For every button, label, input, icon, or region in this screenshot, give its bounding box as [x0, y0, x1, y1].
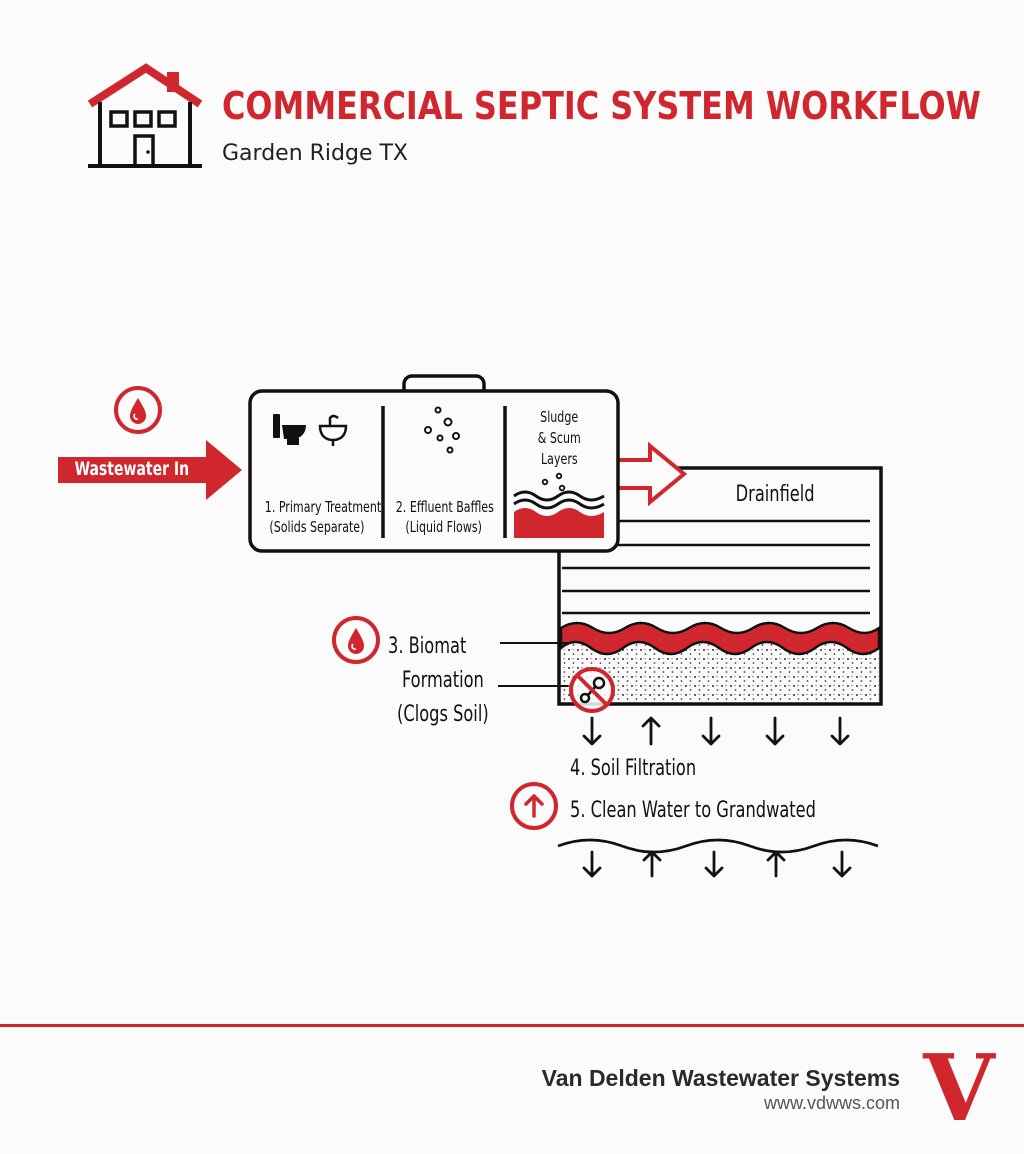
groundwater-line — [557, 838, 879, 854]
toilet-icon — [273, 414, 306, 445]
page-subtitle: Garden Ridge TX — [222, 141, 408, 166]
step2-label: 2. Effluent Baffles (Liquid Flows) — [395, 498, 494, 536]
biomat-drop-icon — [332, 616, 380, 664]
step5-label: 5. Clean Water to Grandwated — [570, 798, 816, 823]
wastewater-in-label: Wastewater In — [74, 458, 190, 480]
arrow-up-icon — [510, 782, 558, 830]
groundwater-arrows — [582, 850, 852, 878]
footer-divider — [0, 1024, 1024, 1027]
sink-icon — [318, 414, 348, 446]
company-url: www.vdwws.com — [763, 1093, 900, 1113]
bubbles-icon — [424, 406, 460, 454]
no-clog-icon — [569, 667, 615, 713]
company-logo: V — [918, 1042, 1000, 1134]
water-drop-icon — [114, 386, 162, 434]
logo-letter: V — [923, 1034, 995, 1142]
page-title: COMMERCIAL SEPTIC SYSTEM WORKFLOW — [222, 84, 981, 128]
septic-diagram — [58, 374, 883, 878]
sludge-layers-icon — [513, 472, 605, 538]
step1-label: 1. Primary Treatment (Solids Separate) — [264, 498, 382, 536]
sludge-layers-label: Sludge & Scum Layers — [537, 408, 581, 468]
step4-label: 4. Soil Filtration — [570, 756, 697, 781]
filtration-arrows — [582, 716, 850, 746]
inlet-arrow — [58, 440, 242, 500]
drainfield-label: Drainfield — [735, 482, 815, 507]
outflow-arrow — [618, 441, 688, 507]
biomat-layer — [559, 621, 881, 656]
house-icon — [87, 63, 203, 168]
company-name: Van Delden Wastewater Systems — [541, 1065, 900, 1091]
step3-label: 3. Biomat Formation (Clogs Soil) — [388, 634, 489, 727]
